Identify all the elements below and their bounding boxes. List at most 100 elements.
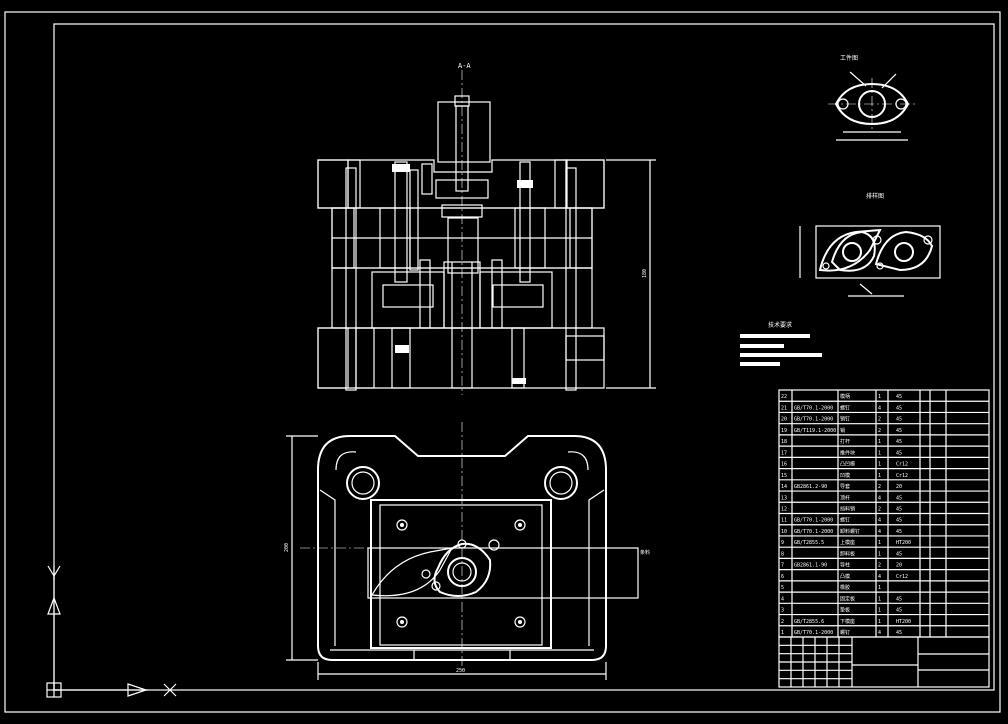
bom-cell-name: 挡料销 (840, 506, 855, 513)
bom-cell-no: 19 (781, 428, 787, 434)
bom-cell-name: 导柱 (840, 562, 850, 569)
upper-die-plate (317, 159, 605, 209)
guide-bushing-left (346, 466, 380, 500)
bom-cell-no: 8 (781, 551, 784, 557)
bom-cell-mat: HT200 (896, 619, 911, 625)
bom-cell-mat: 45 (896, 439, 902, 445)
layout-view-label: 排样图 (866, 192, 884, 200)
part-drawing[interactable]: 工件图 (828, 54, 916, 141)
bom-cell-no: 16 (781, 462, 787, 468)
bom-cell-qty: 2 (878, 563, 881, 569)
bom-cell-mat: 45 (896, 529, 902, 535)
screw-holes (396, 519, 526, 628)
bom-cell-mat: 45 (896, 608, 902, 614)
bom-cell-no: 9 (781, 540, 784, 546)
guide-post-right (565, 167, 577, 391)
bom-cell-qty: 1 (878, 608, 881, 614)
bom-cell-no: 14 (781, 484, 787, 490)
bom-cell-qty: 1 (878, 619, 881, 625)
bom-cell-mat: 45 (896, 394, 902, 400)
bom-cell-std: GB/T70.1-2000 (794, 529, 833, 535)
bom-cell-mat: 20 (896, 484, 902, 490)
bom-cell-mat: HT200 (896, 540, 911, 546)
bom-cell-name: 销钉 (840, 416, 850, 423)
strip-label: 条料 (640, 549, 650, 556)
bom-cell-qty: 1 (878, 596, 881, 602)
bom-cell-no: 20 (781, 417, 787, 423)
bom-cell-name: 推件块 (840, 449, 855, 456)
bom-cell-no: 6 (781, 574, 784, 580)
notes-title: 技术要求 (768, 321, 792, 329)
bom-cell-mat: 45 (896, 507, 902, 513)
bom-cell-name: 垫板 (840, 607, 850, 614)
bom-cell-no: 21 (781, 405, 787, 411)
bom-cell-name: 固定板 (840, 595, 855, 602)
bom-cell-name: 上模座 (840, 539, 855, 546)
ucs-axis-icon (46, 565, 177, 698)
bom-cell-qty: 1 (878, 439, 881, 445)
bom-cell-mat: 45 (896, 630, 902, 636)
bom-cell-no: 4 (781, 596, 784, 602)
bom-cell-std: GB/T2855.6 (794, 619, 824, 625)
dim-height: 180 (642, 269, 648, 278)
bom-cell-mat: 45 (896, 551, 902, 557)
bom-cell-name: 橡胶 (840, 584, 850, 591)
bom-cell-qty: 4 (878, 518, 881, 524)
bom-cell-name: 模柄 (840, 393, 850, 400)
section-view-a-a[interactable]: A-A (317, 62, 656, 395)
guide-post-left (345, 167, 357, 391)
bom-cell-qty: 1 (878, 462, 881, 468)
bom-cell-no: 7 (781, 563, 784, 569)
bom-cell-name: 顶杆 (840, 494, 850, 501)
bom-cell-qty: 4 (878, 529, 881, 535)
bom-row: 8 卸料板 1 45 (781, 550, 902, 557)
strip-layout[interactable]: 排样图 (799, 192, 941, 297)
bom-cell-qty: 1 (878, 551, 881, 557)
bom-cell-name: 螺钉 (840, 517, 850, 524)
bom-cell-mat: Cr12 (896, 473, 908, 479)
title-block (778, 636, 990, 688)
bom-cell-mat: 45 (896, 518, 902, 524)
bom-row: 11 GB/T70.1-2000 螺钉 4 45 (781, 517, 902, 524)
bom-row: 4 固定板 1 45 (781, 595, 902, 602)
bom-cell-no: 15 (781, 473, 787, 479)
bom-cell-name: 螺钉 (840, 629, 850, 636)
bom-cell-mat: 45 (896, 428, 902, 434)
bom-cell-name: 螺钉 (840, 404, 850, 411)
part-view-label: 工件图 (840, 54, 858, 62)
bom-cell-name: 销 (840, 427, 845, 434)
section-label: A-A (458, 62, 471, 70)
bom-cell-no: 22 (781, 394, 787, 400)
bom-cell-std: GB/T70.1-2000 (794, 405, 833, 411)
bom-cell-name: 卸料板 (840, 550, 855, 557)
guide-bushing-right (544, 466, 578, 500)
top-view[interactable]: 条料 250 200 (284, 422, 650, 680)
bom-cell-name: 打杆 (840, 438, 850, 445)
bom-cell-no: 2 (781, 619, 784, 625)
dim-depth: 200 (284, 543, 290, 552)
bom-cell-qty: 1 (878, 585, 881, 591)
bom-cell-std: GB/T70.1-2000 (794, 518, 833, 524)
technical-notes: 技术要求 (740, 321, 822, 366)
bom-cell-name: 凸模 (840, 573, 850, 580)
bom-cell-no: 17 (781, 450, 787, 456)
bom-cell-std: GB/T2855.5 (794, 540, 824, 546)
bom-cell-no: 11 (781, 518, 787, 524)
bom-cell-mat: 45 (896, 596, 902, 602)
bom-cell-no: 10 (781, 529, 787, 535)
